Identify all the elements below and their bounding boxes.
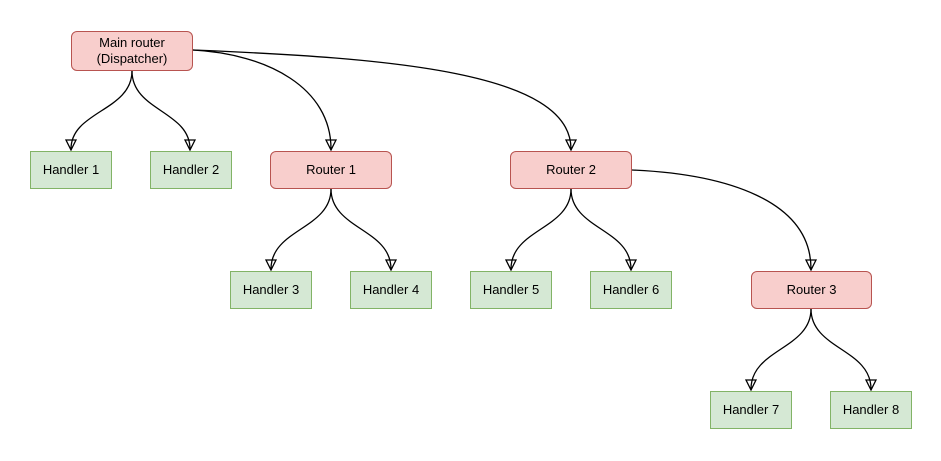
node-router-1: Router 1 (270, 151, 392, 189)
node-handler-5: Handler 5 (470, 271, 552, 309)
node-router-2-label: Router 2 (546, 162, 596, 177)
node-router-2: Router 2 (510, 151, 632, 189)
node-handler-2: Handler 2 (150, 151, 232, 189)
node-handler-3: Handler 3 (230, 271, 312, 309)
edge-router-2-to-handler-5 (511, 188, 572, 269)
edge-main-router-to-router-2 (192, 49, 571, 149)
node-handler-6: Handler 6 (590, 271, 672, 309)
edge-router-1-to-handler-3 (271, 188, 332, 269)
node-router-1-label: Router 1 (306, 162, 356, 177)
node-handler-1-label: Handler 1 (42, 162, 100, 177)
node-router-3-label: Router 3 (786, 282, 837, 297)
edge-router-3-to-handler-8 (810, 308, 871, 389)
node-handler-4: Handler 4 (350, 271, 432, 309)
node-handler-5-label: Handler 5 (482, 282, 540, 297)
node-handler-1: Handler 1 (30, 151, 112, 189)
node-handler-3-label: Handler 3 (242, 282, 300, 297)
node-handler-8: Handler 8 (830, 391, 912, 429)
edge-router-2-to-handler-6 (570, 188, 631, 269)
edge-main-router-to-handler-1 (71, 70, 133, 149)
node-handler-8-label: Handler 8 (842, 402, 900, 417)
node-handler-7: Handler 7 (710, 391, 792, 429)
node-handler-6-label: Handler 6 (602, 282, 660, 297)
edge-router-1-to-handler-4 (330, 188, 391, 269)
node-handler-2-label: Handler 2 (162, 162, 220, 177)
node-handler-4-label: Handler 4 (362, 282, 420, 297)
edge-main-router-to-router-1 (192, 49, 331, 149)
node-router-3: Router 3 (751, 271, 872, 309)
node-handler-7-label: Handler 7 (722, 402, 780, 417)
node-main-router-label: Main router (Dispatcher) (96, 35, 168, 66)
node-main-router: Main router (Dispatcher) (71, 31, 193, 71)
edge-router-2-to-router-3 (631, 169, 811, 269)
edge-router-3-to-handler-7 (751, 308, 812, 389)
edge-main-router-to-handler-2 (131, 70, 190, 149)
